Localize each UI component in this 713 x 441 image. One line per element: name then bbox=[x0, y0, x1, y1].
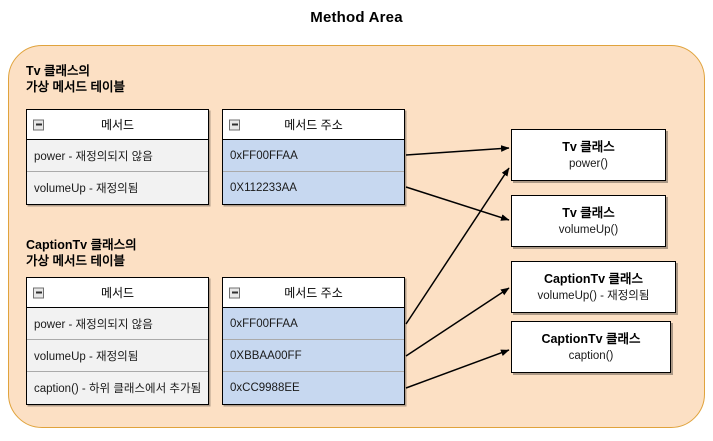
captiontv-method-table-header-label: 메서드 bbox=[100, 286, 135, 300]
class-box-tv-power: Tv 클래스 power() bbox=[511, 129, 666, 181]
captiontv-vtable-heading: CaptionTv 클래스의 가상 메서드 테이블 bbox=[26, 238, 137, 268]
table-row: caption() - 하위 클래스에서 추가됨 bbox=[27, 372, 208, 404]
class-box-title: Tv 클래스 bbox=[562, 139, 615, 154]
class-box-subtitle: power() bbox=[569, 157, 608, 170]
table-row: 0xCC9988EE bbox=[223, 372, 404, 404]
captiontv-method-table: 메서드 power - 재정의되지 않음 volumeUp - 재정의됨 cap… bbox=[26, 277, 209, 405]
captiontv-method-table-header: 메서드 bbox=[27, 278, 208, 308]
class-box-captiontv-volumeup: CaptionTv 클래스 volumeUp() - 재정의됨 bbox=[511, 261, 676, 313]
class-box-title: CaptionTv 클래스 bbox=[541, 331, 641, 346]
table-row: volumeUp - 재정의됨 bbox=[27, 172, 208, 204]
table-row: 0X112233AA bbox=[223, 172, 404, 204]
minus-square-icon[interactable] bbox=[229, 119, 240, 130]
minus-square-icon[interactable] bbox=[229, 287, 240, 298]
table-row: power - 재정의되지 않음 bbox=[27, 308, 208, 340]
class-box-subtitle: volumeUp() - 재정의됨 bbox=[537, 289, 650, 302]
class-box-title: CaptionTv 클래스 bbox=[543, 271, 644, 286]
tv-address-table: 메서드 주소 0xFF00FFAA 0X112233AA bbox=[222, 109, 405, 205]
minus-square-icon[interactable] bbox=[33, 287, 44, 298]
minus-square-icon[interactable] bbox=[33, 119, 44, 130]
table-row: 0xFF00FFAA bbox=[223, 140, 404, 172]
tv-address-table-header: 메서드 주소 bbox=[223, 110, 404, 140]
tv-method-table-header: 메서드 bbox=[27, 110, 208, 140]
tv-address-table-header-label: 메서드 주소 bbox=[284, 118, 343, 132]
table-row: 0XBBAA00FF bbox=[223, 340, 404, 372]
table-row: power - 재정의되지 않음 bbox=[27, 140, 208, 172]
tv-vtable-heading: Tv 클래스의 가상 메서드 테이블 bbox=[26, 64, 125, 94]
captiontv-address-table-header: 메서드 주소 bbox=[223, 278, 404, 308]
table-row: 0xFF00FFAA bbox=[223, 308, 404, 340]
captiontv-address-table: 메서드 주소 0xFF00FFAA 0XBBAA00FF 0xCC9988EE bbox=[222, 277, 405, 405]
class-box-subtitle: caption() bbox=[568, 349, 614, 362]
class-box-captiontv-caption: CaptionTv 클래스 caption() bbox=[511, 321, 671, 373]
tv-method-table: 메서드 power - 재정의되지 않음 volumeUp - 재정의됨 bbox=[26, 109, 209, 205]
class-box-title: Tv 클래스 bbox=[562, 205, 615, 220]
captiontv-address-table-header-label: 메서드 주소 bbox=[284, 286, 343, 300]
tv-method-table-header-label: 메서드 bbox=[100, 118, 135, 132]
table-row: volumeUp - 재정의됨 bbox=[27, 340, 208, 372]
class-box-tv-volumeup: Tv 클래스 volumeUp() bbox=[511, 195, 666, 247]
class-box-subtitle: volumeUp() bbox=[558, 223, 619, 236]
page-title: Method Area bbox=[310, 9, 403, 26]
